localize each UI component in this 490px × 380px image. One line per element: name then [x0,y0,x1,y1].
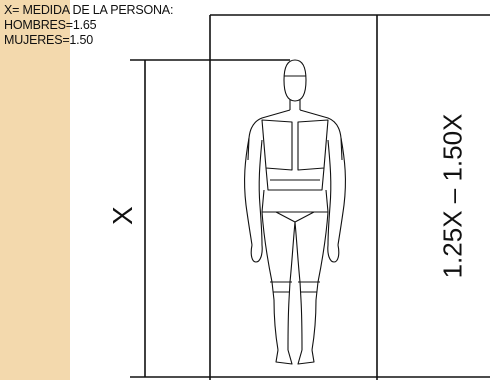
note-men: HOMBRES=1.65 [4,18,97,32]
note-women: MUJERES=1.50 [4,33,93,47]
wall-strip [0,0,70,380]
standing-human-figure-icon [244,59,346,365]
opening-height-label: 1.25X – 1.50X [437,113,468,279]
note-title: X= MEDIDA DE LA PERSONA: [4,3,174,17]
x-dimension-label: X [107,206,138,225]
measurement-note: X= MEDIDA DE LA PERSONA: HOMBRES=1.65 MU… [4,3,173,48]
frame-lines [130,14,490,380]
